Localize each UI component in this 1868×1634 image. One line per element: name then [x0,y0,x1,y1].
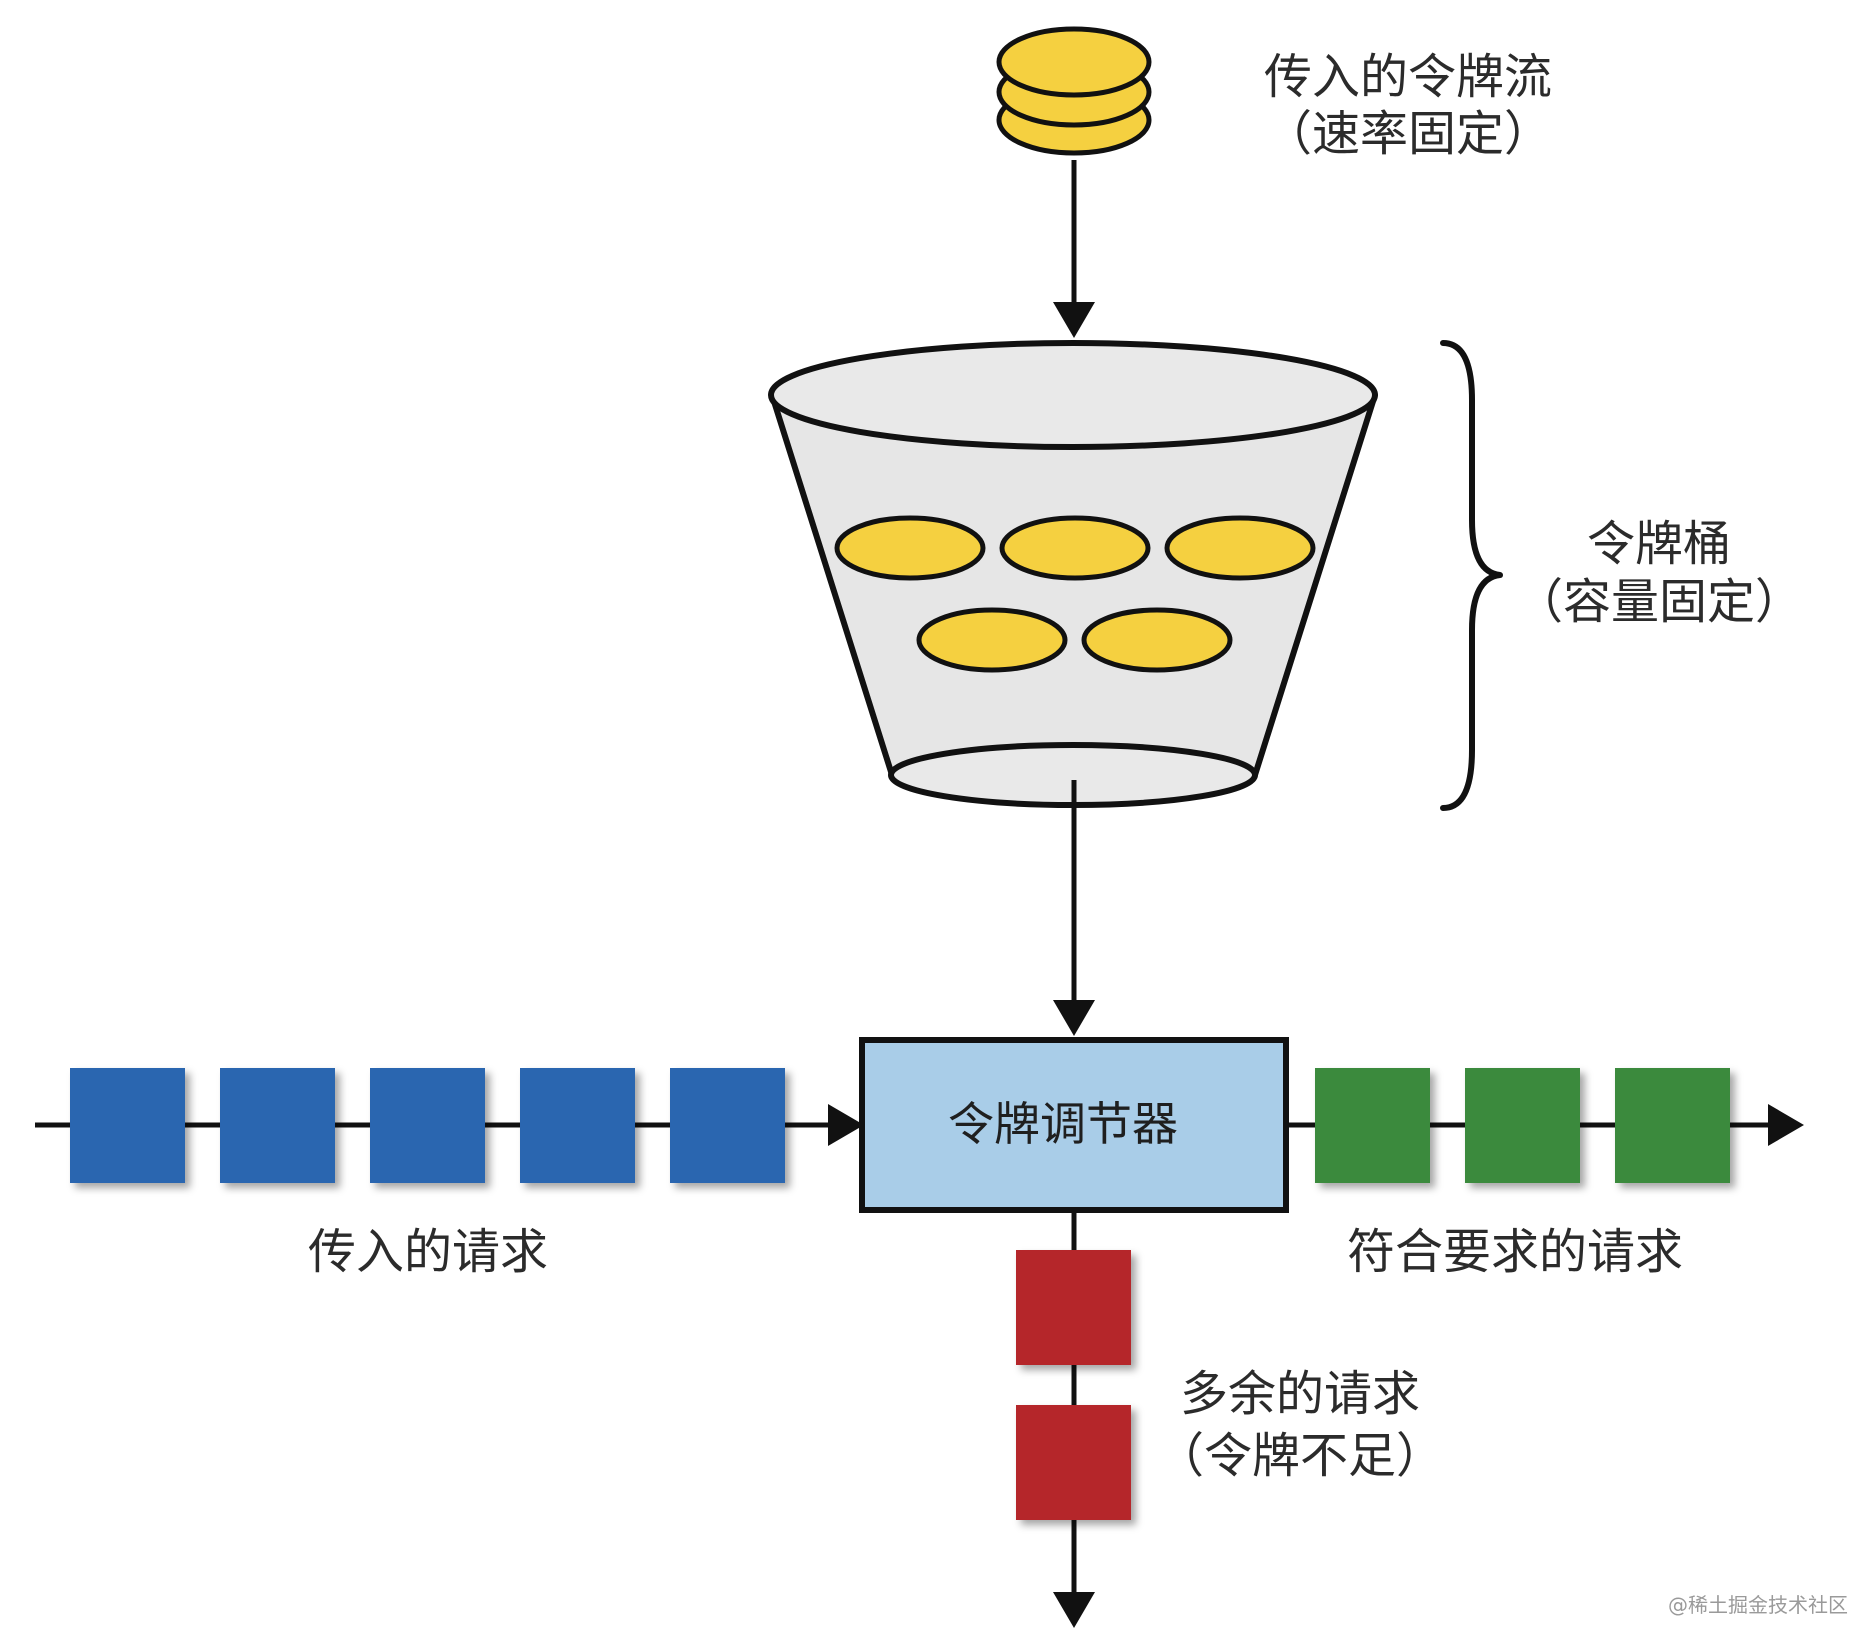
incoming-request-block [670,1068,785,1183]
conforming-request-block [1615,1068,1730,1183]
excess-request-block [1016,1250,1131,1365]
incoming-request-block [70,1068,185,1183]
bucket-token [1081,607,1233,673]
token-outflow-arrow [1053,780,1095,1036]
incoming-token-flow-title: 传入的令牌流 [1264,49,1552,105]
token-inflow-arrow [1053,160,1095,338]
conforming-requests-label: 符合要求的请求 [1347,1224,1683,1280]
bucket-title: 令牌桶 [1587,516,1731,572]
token-regulator-label: 令牌调节器 [948,1097,1178,1151]
incoming-request-block [370,1068,485,1183]
token-regulator: 令牌调节器 [859,1037,1289,1213]
bucket-brace [1440,340,1503,811]
bucket-token [916,607,1068,673]
watermark: @稀土掘金技术社区 [1668,1593,1848,1617]
bucket-token [999,515,1151,581]
bucket-token [834,515,986,581]
incoming-requests-label: 传入的请求 [308,1224,548,1280]
conforming-requests [1315,1068,1730,1183]
excess-requests [1016,1250,1131,1520]
incoming-token-stack [996,26,1152,156]
excess-requests-title: 多余的请求 [1180,1366,1420,1422]
excess-request-block [1016,1405,1131,1520]
excess-requests-subtitle: （令牌不足） [1156,1428,1444,1484]
conforming-request-block [1315,1068,1430,1183]
incoming-request-block [220,1068,335,1183]
incoming-request-block [520,1068,635,1183]
incoming-token [996,26,1152,98]
incoming-requests [70,1068,785,1183]
token-bucket [768,340,1378,808]
bucket-token [1164,515,1316,581]
bucket-subtitle: （容量固定） [1515,574,1803,630]
conforming-request-block [1465,1068,1580,1183]
incoming-token-flow-subtitle: （速率固定） [1264,106,1552,162]
